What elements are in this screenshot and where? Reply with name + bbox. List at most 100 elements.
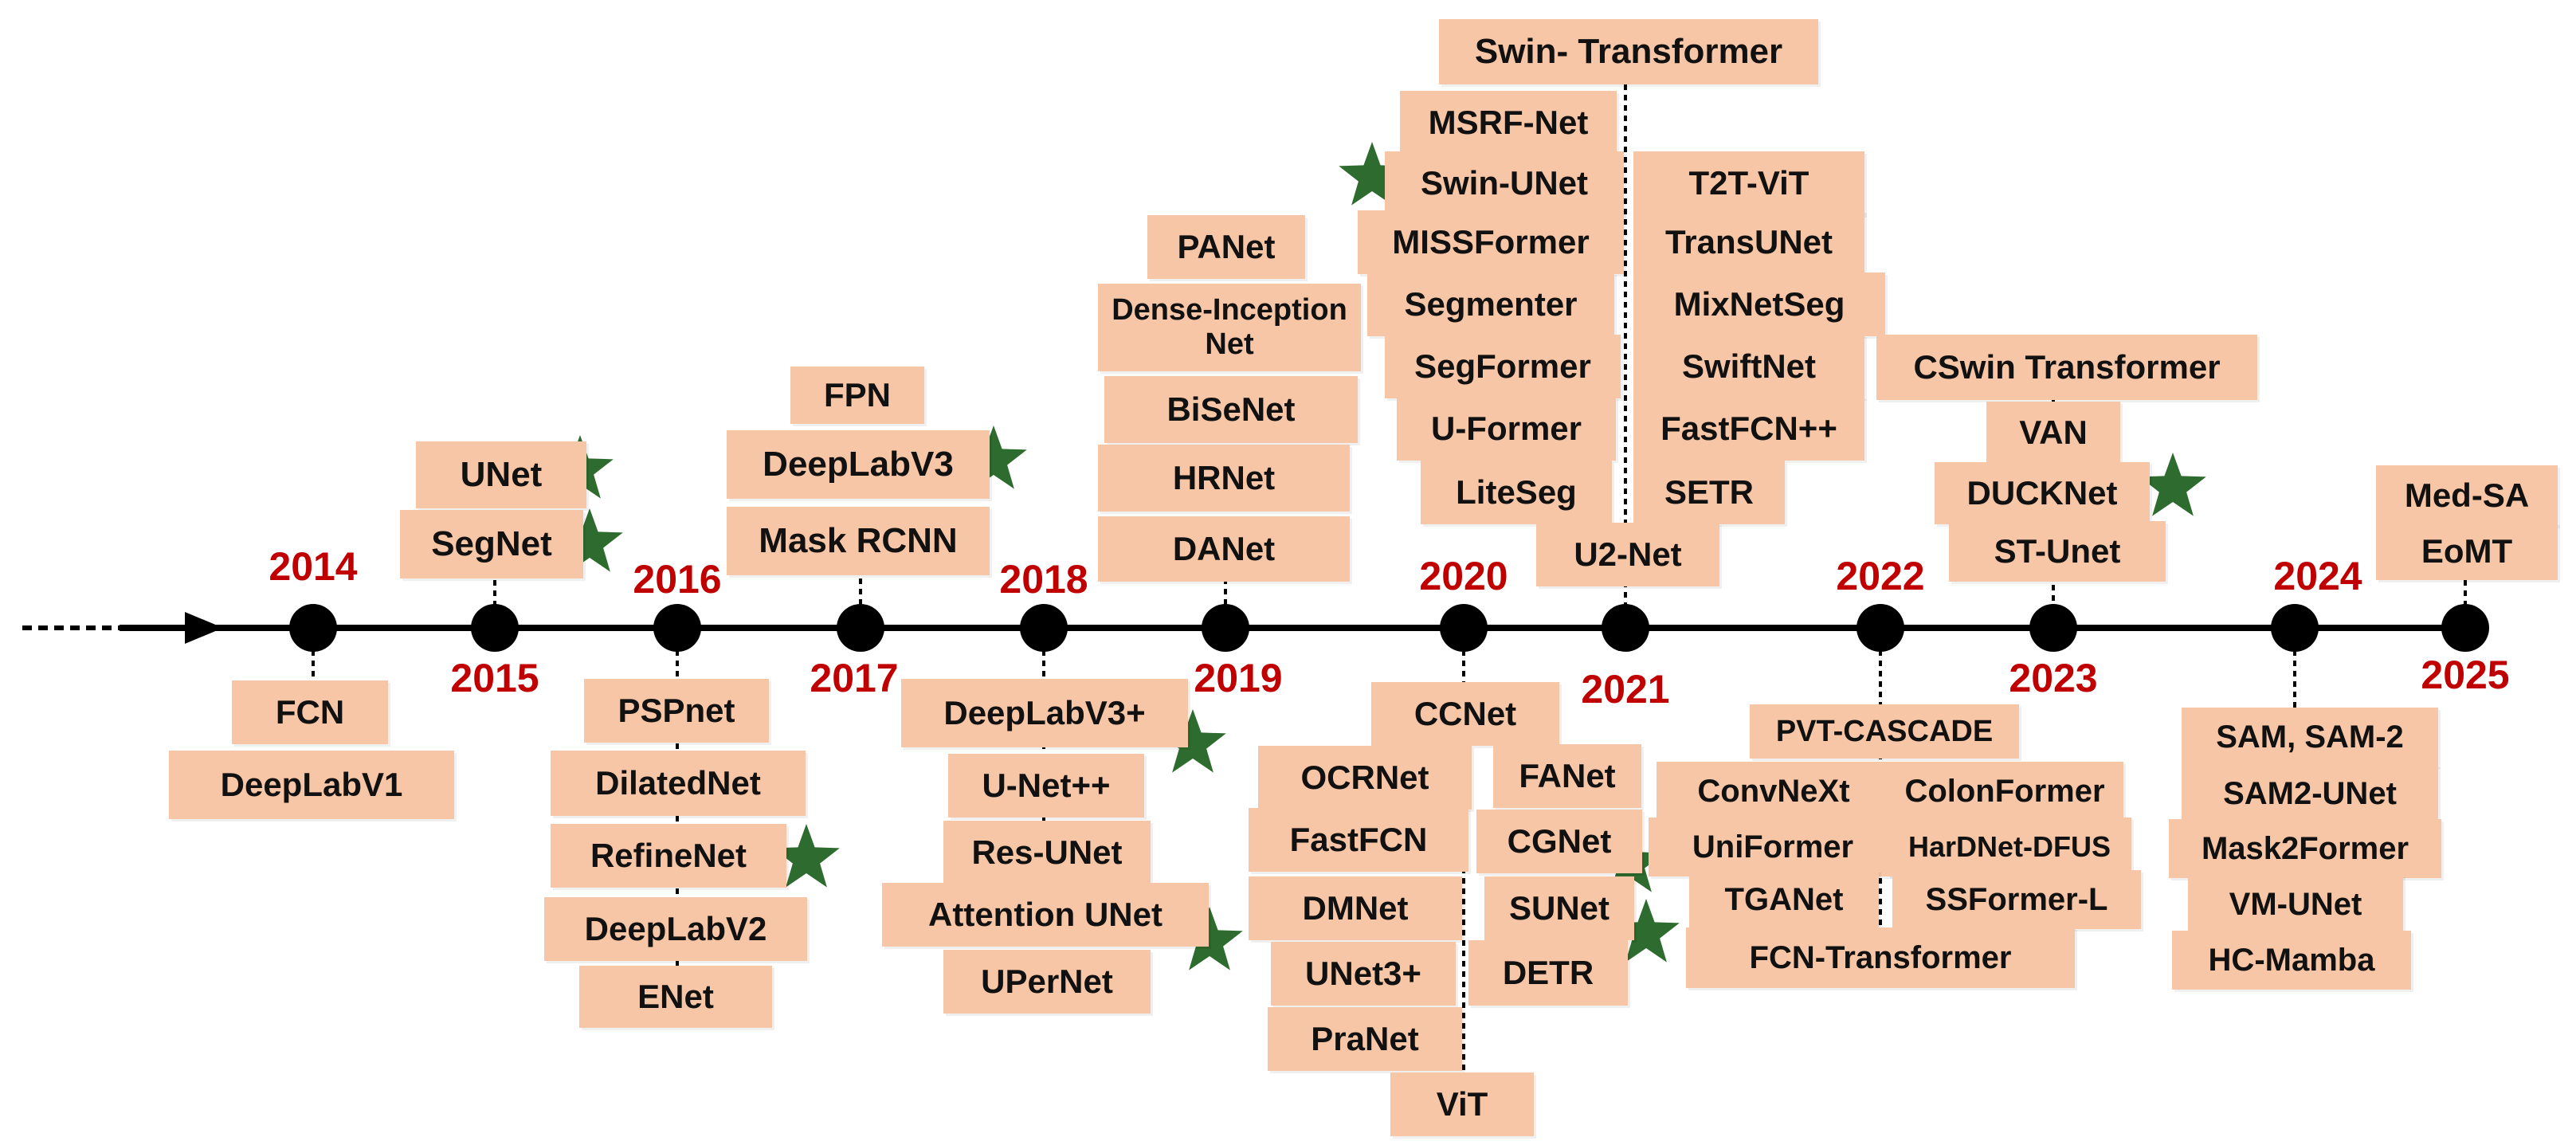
- star-ducknet-icon: [2139, 453, 2206, 516]
- model-sam2-unet: SAM2-UNet: [2182, 765, 2438, 822]
- model-fcn: FCN: [232, 680, 388, 744]
- year-2014: 2014: [269, 544, 358, 589]
- model-ocrnet: OCRNet: [1258, 746, 1472, 810]
- model-res-unet: Res-UNet: [943, 821, 1151, 884]
- year-dot-2017: [837, 604, 884, 652]
- model-dmnet: DMNet: [1249, 876, 1462, 940]
- model-missformer: MISSFormer: [1358, 210, 1624, 274]
- model-st-unet: ST-Unet: [1949, 521, 2166, 582]
- model-vm-unet: VM-UNet: [2188, 875, 2403, 934]
- model-hrnet: HRNet: [1098, 445, 1350, 512]
- year-dot-2019: [1202, 604, 1249, 652]
- model-pvt-cascade: PVT-CASCADE: [1750, 704, 2019, 759]
- model-vit: ViT: [1390, 1072, 1534, 1136]
- year-2025: 2025: [2421, 653, 2510, 697]
- model-transunet: TransUNet: [1633, 210, 1864, 274]
- model-dilatednet: DilatedNet: [551, 751, 806, 816]
- model-t2t-vit: T2T-ViT: [1633, 151, 1864, 215]
- model-sunet: SUNet: [1484, 876, 1634, 940]
- year-dot-2025: [2441, 604, 2489, 652]
- model-danet: DANet: [1098, 516, 1350, 582]
- star-deeplabv3plus-icon: [1159, 709, 1226, 773]
- model-swin-unet: Swin-UNet: [1385, 151, 1624, 215]
- model-panet: PANet: [1147, 215, 1305, 279]
- model-sam-sam2: SAM, SAM-2: [2182, 708, 2438, 767]
- star-segnet-icon: [556, 508, 623, 572]
- star-deeplabv3-icon: [960, 425, 1027, 489]
- model-unet3plus: UNet3+: [1271, 942, 1456, 1006]
- model-segmenter: Segmenter: [1367, 273, 1614, 336]
- model-hc-mamba: HC-Mamba: [2172, 931, 2411, 990]
- year-dot-2023: [2029, 604, 2077, 652]
- model-tganet: TGANet: [1689, 870, 1879, 929]
- model-ducknet: DUCKNet: [1935, 462, 2150, 524]
- model-pspnet: PSPnet: [584, 679, 769, 743]
- model-setr: SETR: [1633, 461, 1785, 524]
- star-sunet-icon: [1613, 899, 1680, 963]
- model-ccnet: CCNet: [1371, 682, 1559, 746]
- year-2024: 2024: [2273, 554, 2362, 598]
- model-refinenet: RefineNet: [551, 824, 786, 888]
- model-deeplabv1: DeepLabV1: [169, 751, 454, 819]
- model-swiftnet: SwiftNet: [1633, 335, 1864, 398]
- model-ssformer-l: SSFormer-L: [1892, 870, 2141, 929]
- axis-arrowhead: [185, 612, 223, 644]
- model-liteseg: LiteSeg: [1421, 461, 1612, 524]
- year-dot-2021: [1602, 604, 1649, 652]
- year-dot-2015: [471, 604, 519, 652]
- year-2017: 2017: [810, 656, 899, 700]
- year-dot-2022: [1857, 604, 1904, 652]
- model-deeplabv3: DeepLabV3: [727, 430, 990, 499]
- model-hardnet-dfus: HarDNet-DFUS: [1888, 818, 2131, 876]
- year-2020: 2020: [1419, 554, 1508, 598]
- model-pranet: PraNet: [1268, 1007, 1462, 1071]
- year-2021: 2021: [1581, 667, 1670, 712]
- year-2023: 2023: [2009, 656, 2098, 700]
- year-dots: [289, 604, 2489, 652]
- star-refinenet-icon: [773, 824, 840, 888]
- star-swin-unet-icon: [1339, 142, 1406, 206]
- model-unetplusplus: U-Net++: [948, 754, 1144, 818]
- model-mixnetseg: MixNetSeg: [1633, 273, 1885, 336]
- year-2015: 2015: [450, 656, 539, 700]
- year-2018: 2018: [999, 557, 1088, 602]
- model-swin-transformer: Swin- Transformer: [1439, 19, 1818, 84]
- model-u-former: U-Former: [1397, 397, 1616, 461]
- year-2016: 2016: [633, 557, 722, 602]
- model-cgnet: CGNet: [1476, 810, 1642, 873]
- model-msrf-net: MSRF-Net: [1400, 91, 1617, 155]
- model-mask-rcnn: Mask RCNN: [727, 507, 990, 575]
- model-uniformer: UniFormer: [1649, 818, 1897, 876]
- year-dot-2024: [2271, 604, 2319, 652]
- model-deeplabv3plus: DeepLabV3+: [901, 679, 1188, 747]
- model-detr: DETR: [1468, 940, 1628, 1006]
- year-dot-2014: [289, 604, 337, 652]
- model-fanet: FANet: [1493, 744, 1641, 808]
- model-unet: UNet: [416, 441, 586, 508]
- model-attention-unet: Attention UNet: [882, 883, 1209, 947]
- year-dot-2016: [653, 604, 701, 652]
- model-colonformer: ColonFormer: [1886, 762, 2123, 821]
- model-convnext: ConvNeXt: [1657, 762, 1891, 821]
- star-attention-unet-icon: [1176, 907, 1243, 971]
- model-dense-inception-net: Dense-Inception Net: [1098, 284, 1361, 371]
- model-cswin-transformer: CSwin Transformer: [1876, 335, 2257, 400]
- model-deeplabv2: DeepLabV2: [544, 897, 807, 961]
- model-fastfcnplusplus: FastFCN++: [1633, 397, 1864, 461]
- model-van: VAN: [1986, 402, 2120, 464]
- model-bisenet: BiSeNet: [1104, 376, 1358, 443]
- model-u2-net: U2-Net: [1536, 523, 1719, 586]
- model-segformer: SegFormer: [1385, 335, 1621, 398]
- model-fpn: FPN: [790, 367, 924, 424]
- year-dot-2018: [1020, 604, 1068, 652]
- year-2019: 2019: [1194, 656, 1283, 700]
- model-fastfcn: FastFCN: [1249, 808, 1468, 872]
- year-dot-2020: [1440, 604, 1488, 652]
- year-2022: 2022: [1836, 554, 1925, 598]
- model-eomt: EoMT: [2376, 523, 2558, 580]
- model-mask2former: Mask2Former: [2169, 819, 2441, 878]
- model-fcn-transformer: FCN-Transformer: [1686, 927, 2075, 988]
- model-enet: ENet: [579, 966, 772, 1028]
- model-med-sa: Med-SA: [2376, 465, 2558, 526]
- model-upernet: UPerNet: [943, 950, 1151, 1014]
